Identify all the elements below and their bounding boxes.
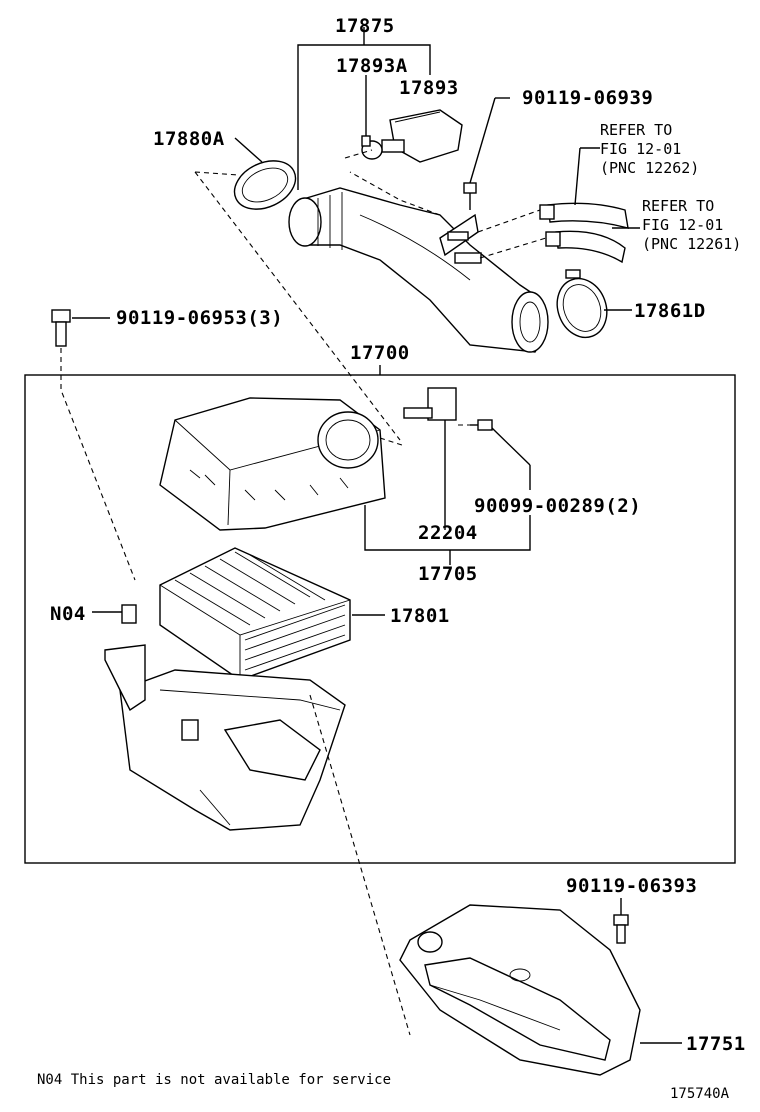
label-refer1-c: (PNC 12262) xyxy=(600,159,699,177)
label-refer2-c: (PNC 12261) xyxy=(642,235,741,253)
label-17705: 17705 xyxy=(418,563,478,585)
clamp-17893a xyxy=(361,135,383,160)
screw-90099-00289 xyxy=(470,419,531,490)
label-90119-06393: 90119-06393 xyxy=(566,875,697,897)
clamp-17861d xyxy=(556,269,632,339)
label-refer2-a: REFER TO xyxy=(642,197,714,215)
figure-id: 175740A xyxy=(670,1086,730,1102)
gasket-17880a xyxy=(233,137,297,210)
label-90119-06939: 90119-06939 xyxy=(522,87,653,109)
intake-hose-17875 xyxy=(288,187,549,353)
resonator-17893 xyxy=(381,109,463,163)
label-90119-06953: 90119-06953(3) xyxy=(116,307,283,329)
grommet-n04 xyxy=(92,604,137,624)
label-refer1-b: FIG 12-01 xyxy=(600,140,681,158)
label-17700: 17700 xyxy=(350,342,410,364)
label-22204: 22204 xyxy=(418,522,478,544)
bolt-90119-06953 xyxy=(51,309,110,347)
leader-17875 xyxy=(297,27,431,190)
bolt-90119-06393 xyxy=(613,898,629,944)
bolt-90119-06939 xyxy=(463,97,510,210)
label-17880a: 17880A xyxy=(153,128,225,150)
leader-17705 xyxy=(364,505,531,551)
label-n04: N04 xyxy=(50,603,86,625)
footer-note: N04 This part is not available for servi… xyxy=(37,1072,391,1088)
hose-refer-12262 xyxy=(539,147,629,229)
air-filter-17801 xyxy=(159,547,385,681)
label-17875: 17875 xyxy=(335,15,395,37)
air-cleaner-cap xyxy=(159,397,386,531)
label-refer1-a: REFER TO xyxy=(600,121,672,139)
label-17861d: 17861D xyxy=(634,300,706,322)
label-17751: 17751 xyxy=(686,1033,746,1055)
label-refer2-b: FIG 12-01 xyxy=(642,216,723,234)
label-17801: 17801 xyxy=(390,605,450,627)
inlet-duct-17751 xyxy=(399,904,682,1076)
airflow-meter-22204 xyxy=(403,387,457,530)
label-17893: 17893 xyxy=(399,77,459,99)
label-90099-00289: 90099-00289(2) xyxy=(474,495,641,517)
label-17893a: 17893A xyxy=(336,55,408,77)
hose-refer-12261 xyxy=(545,227,640,264)
air-cleaner-case xyxy=(104,644,346,831)
